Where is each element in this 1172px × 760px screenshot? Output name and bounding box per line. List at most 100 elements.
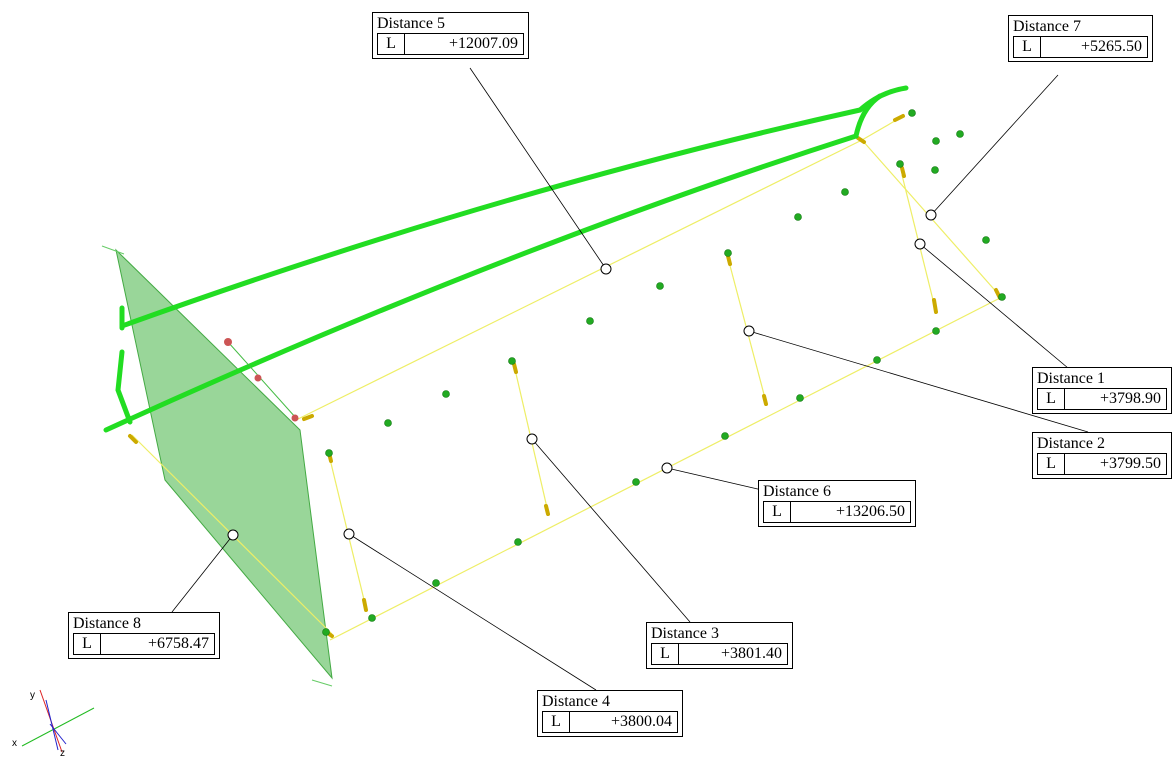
- callout-value-row: L +3799.50: [1037, 453, 1167, 475]
- callout-value-row: L +5265.50: [1013, 36, 1148, 58]
- callout-distance-8[interactable]: Distance 8 L +6758.47: [68, 612, 220, 659]
- point: [632, 478, 640, 486]
- callout-title: Distance 6: [763, 483, 831, 500]
- point: [841, 188, 849, 196]
- callout-title: Distance 3: [651, 625, 719, 642]
- callout-distance-1[interactable]: Distance 1 L +3798.90: [1032, 367, 1172, 414]
- callout-value: +3799.50: [1099, 455, 1161, 472]
- callout-value: +13206.50: [835, 503, 905, 520]
- point: [508, 357, 516, 365]
- point: [656, 282, 664, 290]
- leader-distance-2: [748, 330, 1089, 433]
- x-axis-line: [21, 707, 95, 747]
- callout-key: L: [1038, 389, 1065, 409]
- leader-distance-6: [666, 467, 763, 491]
- point: [442, 390, 450, 398]
- callout-value-row: L +12007.09: [377, 33, 524, 55]
- point-cloud[interactable]: [322, 109, 1006, 636]
- curve-rails: [103, 85, 909, 433]
- point: [998, 293, 1006, 301]
- lower-rail-curve: [103, 93, 883, 433]
- point: [908, 109, 916, 117]
- z-axis-label: z: [60, 748, 65, 759]
- callout-key: L: [764, 502, 791, 522]
- callout-distance-3[interactable]: Distance 3 L +3801.40: [646, 622, 793, 669]
- callout-value-row: L +13206.50: [763, 501, 911, 523]
- y-axis-label: y: [30, 690, 35, 701]
- leader-lines: [171, 67, 1089, 691]
- point: [724, 249, 732, 257]
- point: [896, 160, 904, 168]
- leader-distance-5: [469, 67, 607, 270]
- callout-title: Distance 4: [542, 693, 610, 710]
- point: [873, 356, 881, 364]
- axis-triad-icon: [21, 689, 95, 753]
- anchor-distance-4: [343, 528, 355, 540]
- reference-line: [227, 341, 297, 419]
- callout-value: +5265.50: [1080, 38, 1142, 55]
- anchor-distance-1: [914, 238, 926, 250]
- callout-value: +3800.04: [610, 713, 672, 730]
- callout-distance-6[interactable]: Distance 6 L +13206.50: [758, 480, 916, 527]
- callout-distance-5[interactable]: Distance 5 L +12007.09: [372, 12, 529, 59]
- callout-value: +6758.47: [147, 635, 209, 652]
- callout-key: L: [74, 634, 101, 654]
- callout-value-row: L +6758.47: [73, 633, 215, 655]
- point: [325, 449, 333, 457]
- point: [982, 236, 990, 244]
- leader-distance-1: [919, 243, 1069, 369]
- anchor-distance-3: [526, 433, 538, 445]
- callout-distance-4[interactable]: Distance 4 L +3800.04: [537, 690, 683, 737]
- anchor-distance-8: [227, 529, 239, 541]
- point: [514, 538, 522, 546]
- callout-title: Distance 5: [377, 15, 445, 32]
- distance-line: [295, 139, 863, 421]
- leader-distance-8: [171, 534, 234, 613]
- callout-title: Distance 1: [1037, 370, 1105, 387]
- anchor-distance-5: [600, 263, 612, 275]
- callout-value: +12007.09: [448, 35, 518, 52]
- callout-value: +3798.90: [1099, 390, 1161, 407]
- callout-title: Distance 8: [73, 615, 141, 632]
- anchor-points[interactable]: [227, 209, 937, 541]
- leader-distance-4: [348, 533, 597, 691]
- z-axis-line-2: [49, 723, 67, 745]
- callout-key: L: [1014, 37, 1041, 57]
- point: [322, 628, 330, 636]
- plane-edge-line: [101, 245, 125, 255]
- plane-edge-line: [311, 679, 333, 687]
- point: [931, 166, 939, 174]
- callout-key: L: [543, 712, 570, 732]
- callout-distance-2[interactable]: Distance 2 L +3799.50: [1032, 432, 1172, 479]
- lower-rail-end: [115, 349, 133, 425]
- point: [384, 419, 392, 427]
- point: [932, 327, 940, 335]
- callout-title: Distance 7: [1013, 18, 1081, 35]
- callout-key: L: [652, 644, 679, 664]
- anchor-distance-6: [661, 462, 673, 474]
- anchor-distance-2: [743, 325, 755, 337]
- upper-rail-curve: [119, 85, 909, 329]
- reference-point[interactable]: [224, 338, 232, 346]
- leader-distance-3: [531, 438, 691, 623]
- callout-key: L: [378, 34, 405, 54]
- point: [794, 213, 802, 221]
- point: [721, 432, 729, 440]
- x-axis-label: x: [12, 738, 17, 749]
- z-axis-line: [45, 699, 59, 751]
- anchor-distance-7: [925, 209, 937, 221]
- point: [368, 614, 376, 622]
- point: [932, 137, 940, 145]
- callout-distance-7[interactable]: Distance 7 L +5265.50: [1008, 15, 1153, 62]
- callout-value-row: L +3798.90: [1037, 388, 1167, 410]
- callout-value-row: L +3801.40: [651, 643, 788, 665]
- reference-point[interactable]: [254, 374, 262, 382]
- leader-distance-7: [930, 74, 1059, 216]
- point: [796, 394, 804, 402]
- callout-title: Distance 2: [1037, 435, 1105, 452]
- point: [586, 317, 594, 325]
- distance-line: [861, 117, 901, 141]
- callout-key: L: [1038, 454, 1065, 474]
- reference-point[interactable]: [291, 414, 299, 422]
